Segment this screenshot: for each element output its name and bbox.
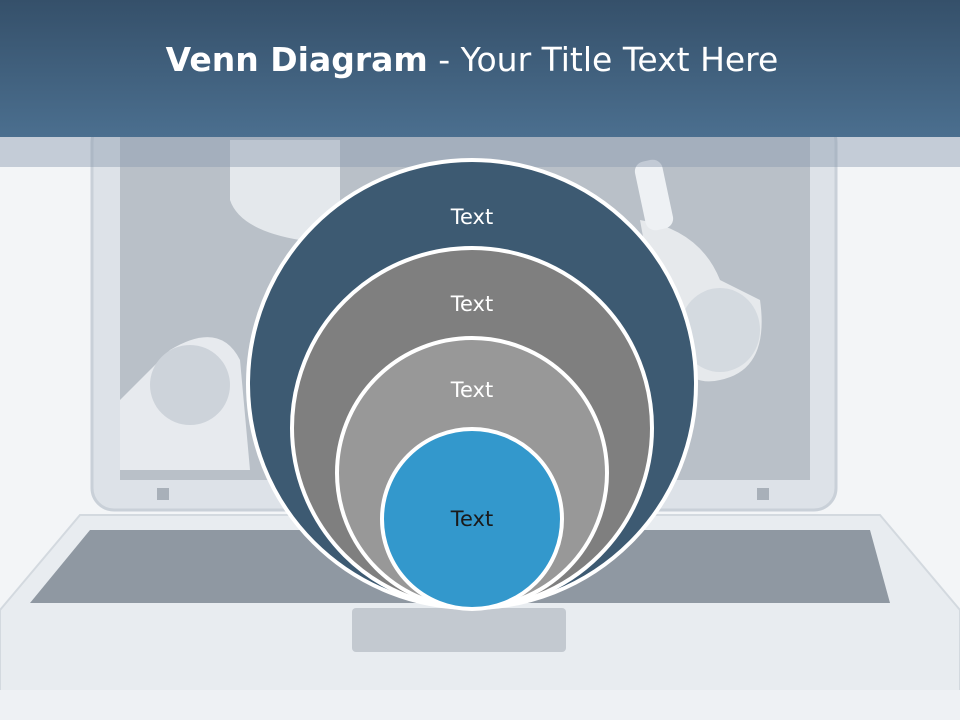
- slide-title-rest: - Your Title Text Here: [427, 40, 779, 79]
- venn-label-inner: Text: [450, 507, 493, 531]
- slide-title: Venn Diagram - Your Title Text Here: [0, 40, 944, 79]
- title-bar: [0, 0, 960, 137]
- venn-label-third: Text: [450, 378, 493, 402]
- venn-circle-inner: [380, 427, 564, 611]
- venn-label-second: Text: [450, 292, 493, 316]
- slide-title-bold: Venn Diagram: [165, 40, 428, 79]
- venn-label-outer: Text: [450, 205, 493, 229]
